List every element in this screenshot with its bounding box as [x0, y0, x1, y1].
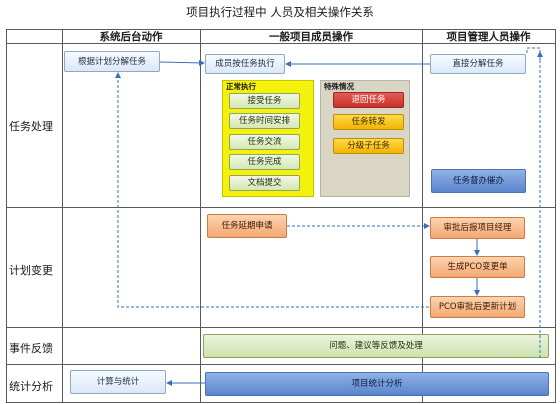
row-label-task: 任务处理 [9, 120, 53, 133]
supervise-box: 任务督办催办 [431, 169, 526, 193]
direct-split-box: 直接分解任务 [430, 54, 526, 74]
sub-task-box: 分级子任务 [333, 138, 404, 154]
task-done-box: 任务完成 [229, 154, 300, 170]
member-exec-box: 成员按任务执行 [205, 54, 285, 74]
column-header-member: 一般项目成员操作 [269, 31, 353, 43]
pco-update-box: PCO审批后更新计划 [430, 296, 525, 318]
row-label-stats: 统计分析 [9, 380, 53, 393]
return-task-box: 退回任务 [333, 92, 404, 108]
schedule-time-box: 任务时间安排 [229, 113, 300, 129]
col-divider-2 [422, 29, 423, 403]
row-label-change: 计划变更 [9, 264, 53, 277]
bottom-border [6, 402, 556, 403]
arrow-split-to-exec [159, 59, 205, 66]
col-divider-label [62, 29, 63, 403]
column-header-manager: 项目管理人员操作 [446, 31, 531, 43]
special-label: 特殊情况 [324, 82, 354, 91]
arrow-feedback-to-direct [526, 47, 541, 358]
calc-stats-box: 计算与统计 [70, 370, 166, 394]
column-header-system: 系统后台动作 [99, 31, 163, 43]
row-divider-3 [6, 364, 556, 365]
row-label-feedback: 事件反馈 [9, 342, 53, 355]
split-by-plan-box: 根据计划分解任务 [64, 51, 160, 72]
feedback-box: 问题、建议等反馈及处理 [203, 334, 549, 358]
left-border [6, 29, 7, 403]
doc-submit-box: 文档提交 [229, 175, 300, 191]
delay-apply-box: 任务延期申请 [207, 214, 287, 238]
approve-pm-box: 审批后报项目经理 [430, 217, 525, 239]
project-stats-box: 项目统计分析 [205, 372, 549, 396]
forward-task-box: 任务转发 [333, 114, 404, 130]
page-title: 项目执行过程中 人员及相关操作关系 [186, 5, 374, 19]
row-divider-2 [6, 327, 556, 328]
right-border [555, 29, 556, 403]
gen-pco-box: 生成PCO变更单 [430, 256, 525, 278]
row-divider-1 [6, 207, 556, 208]
header-top-border [6, 29, 556, 30]
arrow-update-to-split [115, 72, 429, 308]
task-comm-box: 任务交流 [229, 134, 300, 150]
normal-exec-label: 正常执行 [226, 82, 256, 91]
accept-task-box: 接受任务 [229, 93, 300, 109]
col-divider-1 [200, 29, 201, 403]
header-bottom-border [6, 43, 556, 44]
